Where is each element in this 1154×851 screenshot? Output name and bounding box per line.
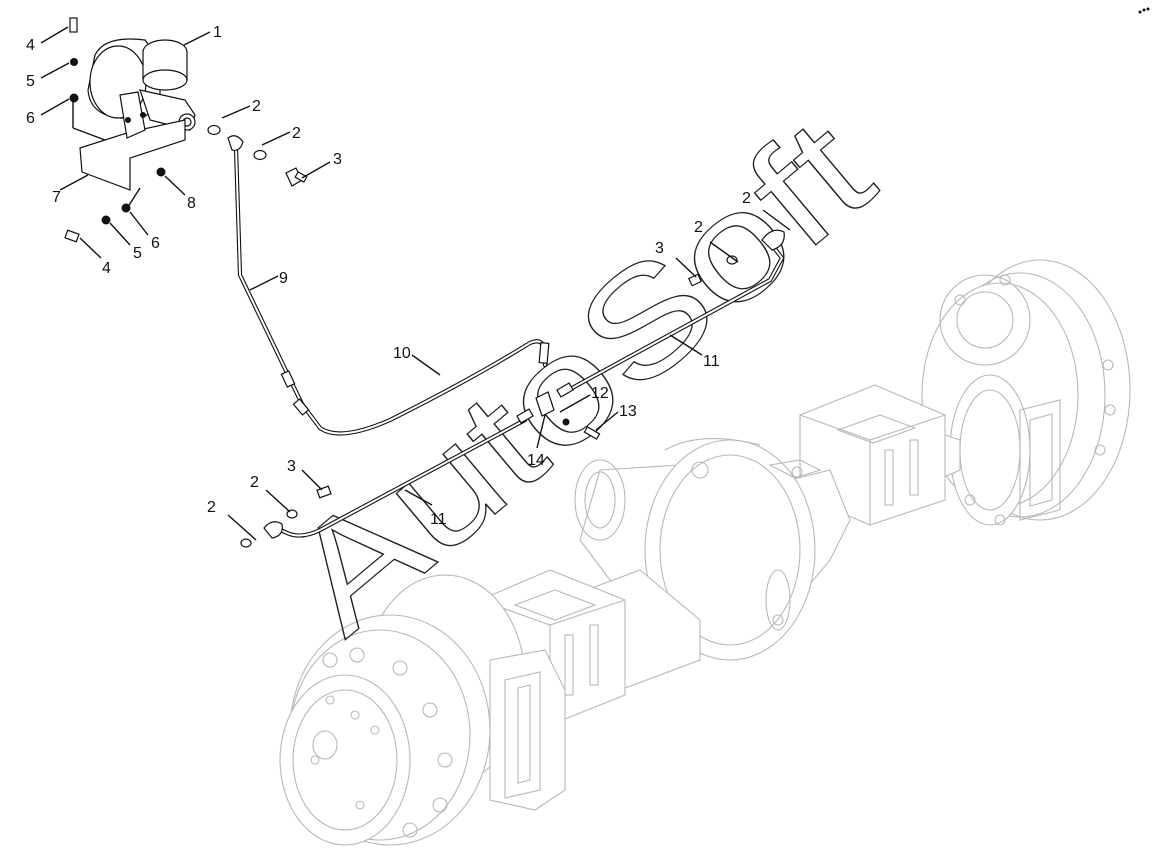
callout-12: 12 <box>591 385 609 402</box>
callout-3-c: 3 <box>287 458 296 475</box>
callout-4-top: 4 <box>26 37 35 54</box>
callout-5-top: 5 <box>26 73 35 90</box>
callout-9: 9 <box>279 270 288 287</box>
callout-11-left: 11 <box>430 511 447 528</box>
callout-14: 14 <box>527 452 545 469</box>
left-banjo-group <box>240 485 332 548</box>
callout-11-right: 11 <box>703 353 720 370</box>
callout-2-e: 2 <box>207 499 216 516</box>
tee-connector <box>535 391 555 417</box>
callout-5-bottom: 5 <box>133 245 142 262</box>
callout-10: 10 <box>393 345 411 362</box>
axle-assembly <box>279 259 1131 846</box>
tee-connector-group <box>535 391 601 440</box>
right-banjo-group <box>687 229 785 287</box>
master-cylinder-group <box>64 17 308 243</box>
callout-2-d: 2 <box>694 219 703 236</box>
left-wheel-hub <box>279 574 566 846</box>
callout-13: 13 <box>619 403 637 420</box>
corner-mark <box>1138 7 1150 14</box>
callout-2-b: 2 <box>292 125 301 142</box>
callout-4-bottom: 4 <box>102 260 111 277</box>
callout-1: 1 <box>213 24 222 41</box>
callout-6-top: 6 <box>26 110 35 127</box>
callout-labels: 1 4 5 6 7 8 6 5 4 2 2 3 9 10 11 11 12 13… <box>26 24 751 528</box>
callout-3-b: 3 <box>655 240 664 257</box>
callout-3-a: 3 <box>333 151 342 168</box>
leader-lines <box>40 26 791 541</box>
callout-2-f: 2 <box>250 474 259 491</box>
callout-6-bottom: 6 <box>151 235 160 252</box>
callout-7: 7 <box>52 189 61 206</box>
callout-2-c: 2 <box>742 190 751 207</box>
right-wheel-hub <box>921 259 1131 526</box>
callout-8: 8 <box>187 195 196 212</box>
brake-lines <box>233 145 785 538</box>
callout-2-a: 2 <box>252 98 261 115</box>
